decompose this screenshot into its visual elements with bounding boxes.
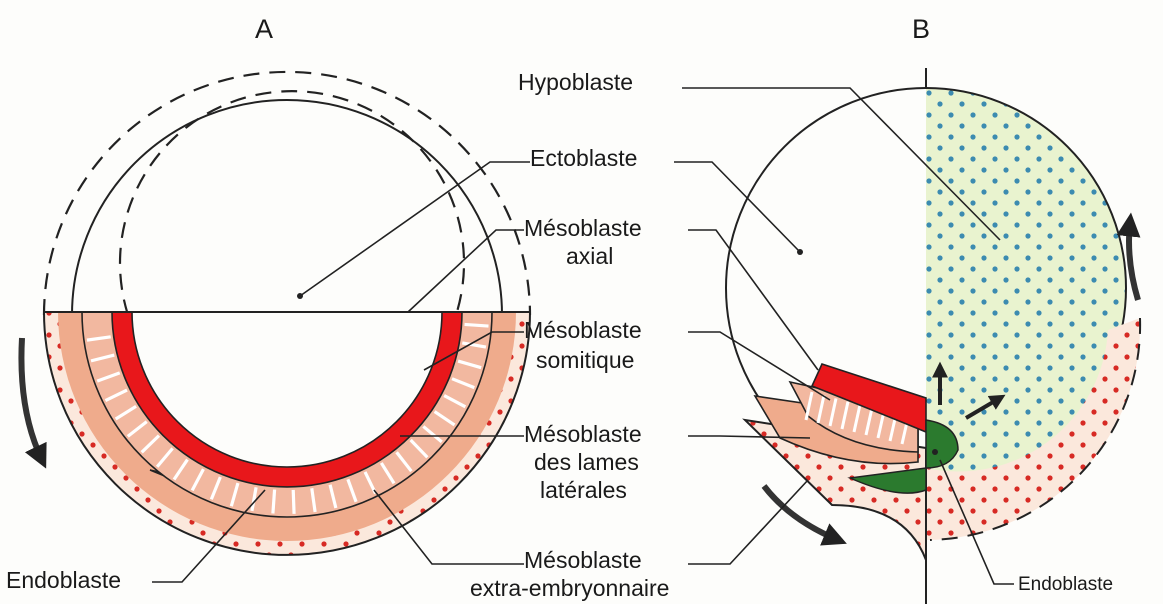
somite-stripe <box>273 490 275 514</box>
endoblast-dot-b <box>932 449 938 455</box>
hypoblaste-label: Hypoblaste <box>518 69 633 95</box>
ectoblaste-leader-a <box>300 162 530 296</box>
mesoblaste-extra-label-1: Mésoblaste <box>524 547 642 573</box>
mesoblaste-lames-label-1: Mésoblaste <box>524 421 642 447</box>
mesoblaste-axial-label-2: axial <box>566 243 613 269</box>
axial-leader-a <box>408 230 524 312</box>
mesoblaste-axial-label-1: Mésoblaste <box>524 215 642 241</box>
inner-dashed-circle <box>120 91 464 315</box>
mesoblaste-lames-label-2: des lames <box>534 449 639 475</box>
mesoblaste-somitique-label-1: Mésoblaste <box>524 317 642 343</box>
rotation-arrow-a <box>21 338 42 460</box>
somite-stripe <box>465 324 489 326</box>
somite-stripe <box>293 490 294 514</box>
amniotic-circle <box>72 100 502 315</box>
panel-a: A Endoblaste <box>6 14 530 593</box>
mesoblaste-lames-label-3: latérales <box>540 477 627 503</box>
panel-b: B Endoblaste <box>726 14 1140 604</box>
panel-b-label: B <box>912 14 930 44</box>
outer-dashed-circle <box>44 72 530 315</box>
rotation-arrow-b <box>1129 222 1138 300</box>
panel-a-label: A <box>255 14 273 44</box>
mesoblaste-somitique-label-2: somitique <box>536 347 634 373</box>
extra-leader-b <box>688 480 808 564</box>
mesoblaste-extra-label-2: extra-embryonnaire <box>470 575 669 601</box>
endoblaste-label-b: Endoblaste <box>1018 574 1113 595</box>
endoblaste-label-a: Endoblaste <box>6 567 121 593</box>
ectoblaste-label: Ectoblaste <box>530 145 637 171</box>
